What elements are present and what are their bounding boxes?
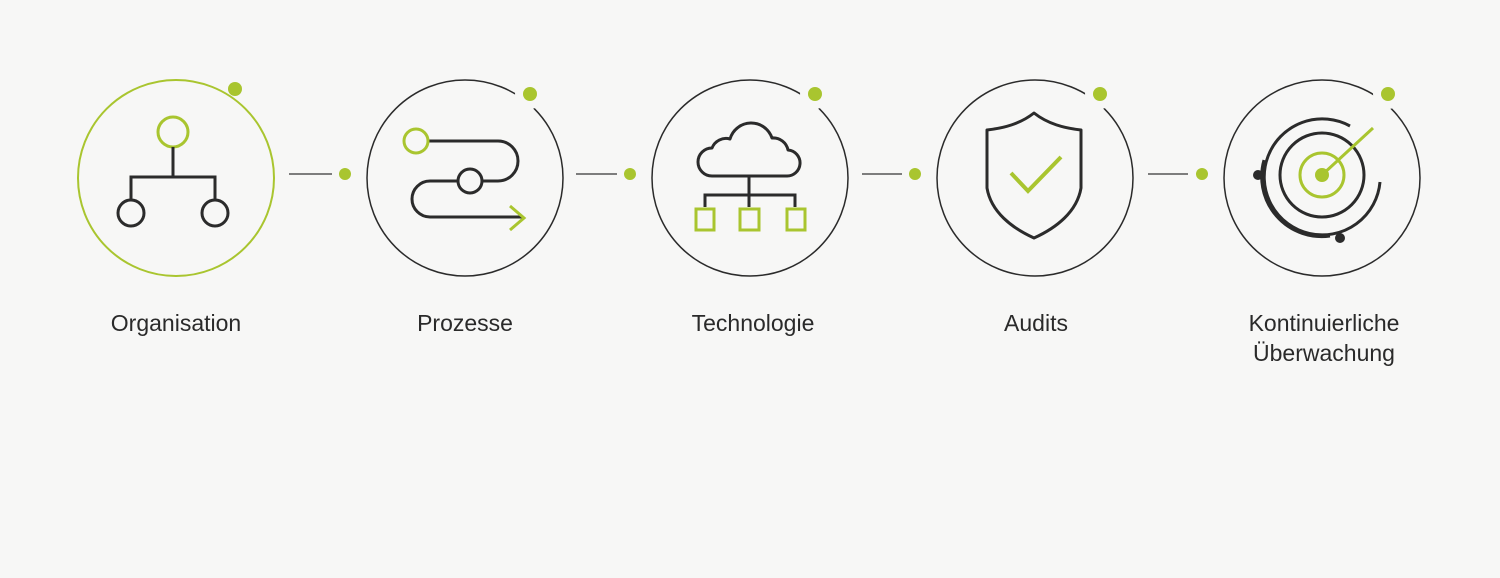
process-path-icon [402, 127, 527, 232]
status-dot [1093, 87, 1107, 101]
step-ueberwachung [1223, 79, 1421, 277]
cloud-network-icon [694, 121, 807, 232]
connector-2 [576, 168, 636, 180]
label-technologie: Technologie [691, 310, 815, 336]
radar-target-icon [1253, 117, 1382, 243]
label-organisation: Organisation [110, 310, 242, 336]
status-dot [808, 87, 822, 101]
connector-4 [1148, 168, 1208, 180]
step-ring [366, 79, 564, 277]
step-ring [1223, 79, 1421, 277]
step-ring [651, 79, 849, 277]
label-kontinuierliche-ueberwachung: Kontinuierliche Überwachung [1248, 310, 1400, 366]
status-dot [228, 82, 242, 96]
status-dot [1381, 87, 1395, 101]
connector-3 [862, 168, 921, 180]
connector-1 [289, 168, 351, 180]
step-technologie [651, 79, 849, 277]
label-audits: Audits [1004, 310, 1068, 336]
step-organisation [77, 79, 275, 277]
step-audits [936, 79, 1134, 277]
org-chart-icon [116, 115, 230, 228]
step-ring [77, 79, 275, 277]
label-prozesse: Prozesse [417, 310, 513, 336]
status-dot [523, 87, 537, 101]
step-ring [936, 79, 1134, 277]
shield-check-icon [985, 111, 1083, 240]
step-prozesse [366, 79, 564, 277]
